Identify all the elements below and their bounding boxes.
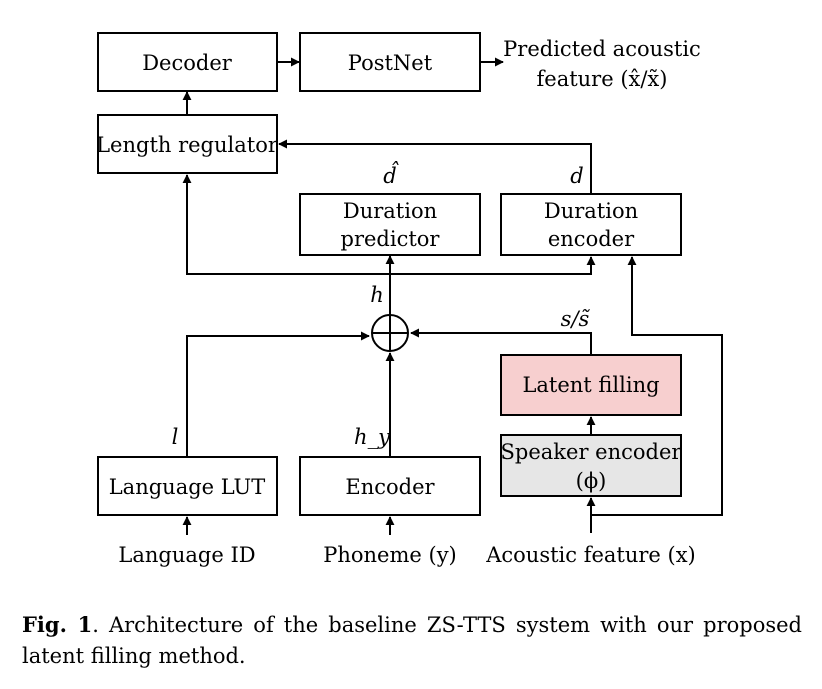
duration-encoder-box xyxy=(500,193,682,256)
figure-caption: Fig. 1. Architecture of the baseline ZS-… xyxy=(22,609,802,672)
length-regulator-label: Length regulator xyxy=(96,133,279,157)
latent-filling-box xyxy=(500,354,682,416)
edge-label-l: l xyxy=(172,425,179,449)
connections xyxy=(182,57,723,535)
speaker-encoder-label-line2: (ϕ) xyxy=(576,469,607,493)
speaker-encoder-label-line1: Speaker encoder xyxy=(501,440,683,464)
postnet-label: PostNet xyxy=(348,51,433,75)
output-label-line1: Predicted acoustic xyxy=(503,37,701,61)
duration-encoder-label-line1: Duration xyxy=(544,199,638,223)
language-id-label: Language ID xyxy=(118,543,255,567)
decoder-box xyxy=(97,32,278,92)
caption-text: . Architecture of the baseline ZS-TTS sy… xyxy=(22,613,802,668)
edge-label-d: d xyxy=(570,164,583,188)
edge-label-h-y: h_y xyxy=(354,425,391,449)
duration-predictor-label-line1: Duration xyxy=(343,199,437,223)
duration-encoder-label-line2: encoder xyxy=(548,227,635,251)
sum-node xyxy=(371,314,409,352)
language-lut-label: Language LUT xyxy=(109,475,266,499)
speaker-encoder-box xyxy=(500,434,682,497)
decoder-label: Decoder xyxy=(142,51,233,75)
duration-predictor-box xyxy=(299,193,481,256)
phoneme-label: Phoneme (y) xyxy=(323,543,457,567)
edge-label-d-hat: d̂ xyxy=(383,161,399,188)
latent-filling-label: Latent filling xyxy=(522,373,659,397)
language-lut-box xyxy=(97,456,278,516)
edge-label-h: h xyxy=(370,283,384,307)
output-label-line2: feature (x̂/x̃) xyxy=(537,67,668,91)
architecture-diagram: Decoder PostNet Predicted acoustic featu… xyxy=(96,32,723,567)
edge-label-s-tilde: s/s̃ xyxy=(561,307,591,331)
acoustic-feature-label: Acoustic feature (x) xyxy=(485,543,696,567)
duration-predictor-label-line2: predictor xyxy=(341,227,441,251)
encoder-label: Encoder xyxy=(345,475,435,499)
postnet-box xyxy=(299,32,481,92)
caption-label: Fig. 1 xyxy=(22,612,93,637)
encoder-box xyxy=(299,456,481,516)
